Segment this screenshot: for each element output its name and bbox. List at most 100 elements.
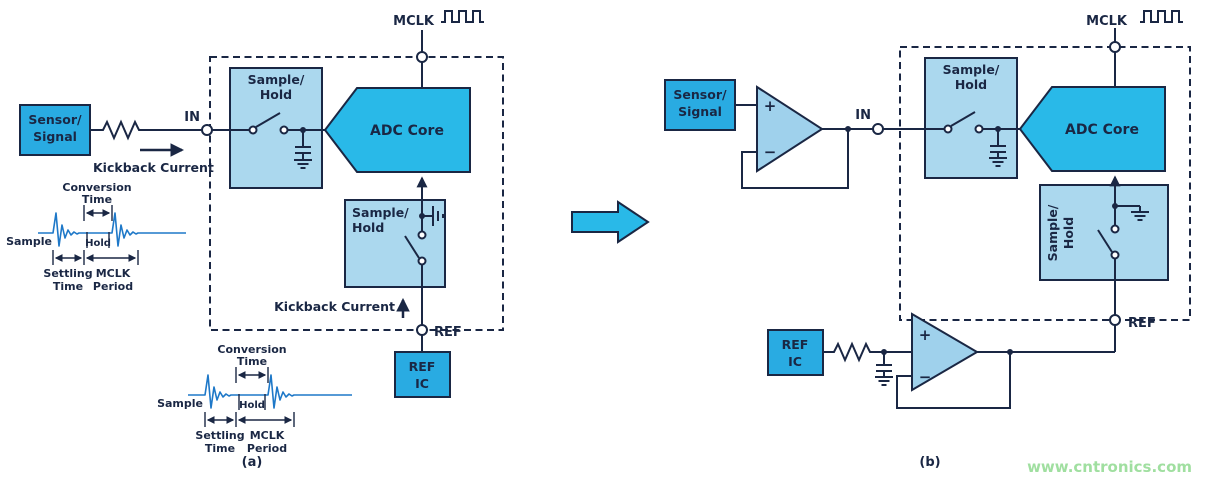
kickback-current-in: Kickback Current — [93, 143, 214, 175]
panel-a: Sensor/ Signal IN Kickback Current Sampl… — [6, 10, 504, 470]
mclk-label: MCLK — [393, 14, 435, 29]
kickback-waveform-ref: Conversion Time Sample Hold Settling Tim… — [157, 343, 352, 455]
ringing-waveform — [38, 212, 186, 247]
sample-hold-bottom-box: Sample/ Hold — [344, 176, 446, 325]
input-buffer-opamp: + − — [741, 85, 849, 189]
sample-hold-label-line2: Hold — [260, 87, 292, 102]
sensor-label-line2: Signal — [33, 129, 77, 144]
switch-icon — [925, 111, 1020, 134]
conversion-label-line1: Conversion — [217, 343, 286, 356]
sample-hold-label-line2: Hold — [352, 220, 384, 235]
settling-label-line2: Time — [205, 442, 235, 455]
sensor-signal-box: Sensor/ Signal — [664, 79, 736, 131]
sample-hold-label-line2: Hold — [955, 77, 987, 92]
capacitor-ground-icon — [294, 130, 312, 169]
sample-hold-rect — [1039, 184, 1169, 281]
kickback-current-ref: Kickback Current — [274, 297, 410, 318]
resistor-icon — [98, 119, 144, 141]
clock-waveform-icon — [441, 10, 484, 23]
hold-label: Hold — [85, 238, 111, 249]
ref-node — [416, 324, 428, 336]
conversion-label-line2: Time — [82, 193, 112, 206]
adc-boundary-dashed-box — [899, 46, 1191, 321]
reference-buffer-opamp: + − — [896, 312, 1011, 409]
sample-hold-label-line1: Sample/ — [248, 72, 305, 87]
adc-core-shape — [323, 87, 471, 173]
opamp-plus: + — [919, 326, 932, 344]
in-label: IN — [184, 110, 200, 125]
switch-terminal — [417, 230, 427, 240]
adc-boundary-dashed-box — [209, 56, 504, 331]
ref-label: REF — [434, 325, 462, 340]
mclk-input: MCLK — [393, 10, 484, 88]
waveform-annotations: Conversion Time Sample Hold Settling Tim… — [6, 181, 139, 293]
ref-ic-label-line2: IC — [788, 354, 802, 369]
ground-icon — [1115, 205, 1149, 221]
sample-hold-bottom-box: Sample/ Hold — [1039, 175, 1169, 315]
adc-core-label: ADC Core — [370, 123, 444, 139]
switch-terminal — [1110, 224, 1120, 234]
adc-core: ADC Core — [323, 87, 471, 173]
mclk-period-label-line1: MCLK — [250, 429, 285, 442]
settling-label-line1: Settling — [195, 429, 244, 442]
ref-ic-box: REF IC — [394, 351, 451, 398]
kickback-in-label: Kickback Current — [93, 160, 214, 175]
feedback-wire — [896, 352, 1011, 409]
panel-b: Sensor/ Signal + − IN Sample/ Hold — [664, 10, 1191, 470]
switch-icon — [230, 112, 325, 135]
switch-terminal — [248, 125, 258, 135]
sample-hold-rect — [344, 199, 446, 288]
ref-ic-label-line2: IC — [415, 376, 429, 391]
junction-dot — [845, 126, 851, 132]
ref-ic-label-line1: REF — [409, 359, 436, 374]
capacitor-ground-icon — [875, 352, 893, 386]
sample-label: Sample — [6, 235, 52, 248]
sample-label: Sample — [157, 397, 203, 410]
in-node — [872, 123, 884, 135]
kickback-waveform-in: Conversion Time Sample Hold Settling Tim… — [6, 181, 186, 293]
sensor-label-line1: Sensor/ — [673, 87, 727, 102]
sample-hold-top-box: Sample/ Hold — [229, 67, 325, 189]
ref-ic-box: REF IC — [767, 329, 824, 376]
transform-arrow-icon — [571, 200, 650, 244]
adc-core: ADC Core — [1018, 86, 1166, 172]
sample-hold-top-box: Sample/ Hold — [924, 57, 1020, 179]
mclk-input: MCLK — [1086, 10, 1183, 87]
clock-waveform-icon — [1140, 10, 1183, 23]
switch-arm — [950, 111, 976, 127]
switch-arm — [255, 112, 281, 128]
mclk-period-label-line1: MCLK — [96, 267, 131, 280]
junction-dot — [1007, 349, 1013, 355]
waveform-annotations: Conversion Time Sample Hold Settling Tim… — [157, 343, 295, 455]
switch-terminal — [974, 124, 984, 134]
sensor-signal-box: Sensor/ Signal — [19, 104, 91, 156]
mclk-period-label-line2: Period — [93, 280, 133, 293]
feedback-wire — [741, 129, 849, 189]
ref-node — [1109, 314, 1121, 326]
settling-label-line2: Time — [53, 280, 83, 293]
resistor-icon — [830, 341, 874, 363]
panel-a-caption: (a) — [242, 455, 263, 470]
adc-core-label: ADC Core — [1065, 122, 1139, 138]
in-node — [201, 124, 213, 136]
opamp-icon — [756, 85, 824, 173]
ground-icon — [422, 206, 444, 226]
switch-icon — [404, 230, 427, 266]
mclk-label: MCLK — [1086, 14, 1128, 29]
switch-terminal — [279, 125, 289, 135]
opamp-icon — [911, 312, 979, 392]
ref-label: REF — [1128, 316, 1156, 331]
mclk-node — [416, 51, 428, 63]
switch-terminal — [943, 124, 953, 134]
hold-label: Hold — [239, 400, 265, 411]
sensor-label-line2: Signal — [678, 104, 722, 119]
ref-ic-rect — [394, 351, 451, 398]
sample-hold-rect — [229, 67, 323, 189]
ref-ic-label-line1: REF — [782, 337, 809, 352]
conversion-label-line1: Conversion — [62, 181, 131, 194]
sample-hold-label-line2: Hold — [1061, 217, 1076, 249]
opamp-minus: − — [919, 368, 932, 386]
sample-hold-label-line1: Sample/ — [352, 205, 409, 220]
